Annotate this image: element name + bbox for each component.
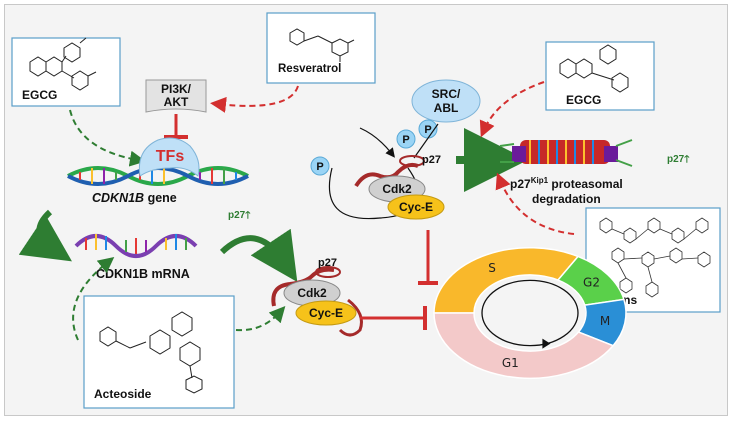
cyce-upper-label: Cyc-E — [399, 200, 433, 214]
cdk2-lower-label: Cdk2 — [297, 286, 327, 300]
phospho-label-3: P — [316, 161, 323, 173]
cell-cycle-direction-ring — [481, 279, 579, 347]
resveratrol-structure-icon — [289, 28, 355, 62]
gene-to-mrna-arrow — [18, 209, 72, 262]
egcg-right-label: EGCG — [566, 93, 601, 107]
tannins-structure-icon — [599, 217, 711, 298]
cdk2-upper-label: Cdk2 — [382, 182, 412, 196]
cell-cycle-ring: S G2M G1 — [433, 246, 627, 379]
pi3k-akt-box: PI3K/ AKT — [145, 79, 207, 113]
resveratrol-label: Resveratrol — [278, 63, 341, 75]
gene-name-label: CDKN1B gene — [92, 191, 177, 205]
cell-cycle-segment-g1 — [433, 312, 615, 379]
phospho-label-1: P — [402, 134, 409, 146]
p27-up-label-right: p27🡑 — [667, 154, 689, 165]
p27-up-label-center: p27🡑 — [228, 210, 250, 221]
p27-lower-label: p27 — [318, 257, 337, 269]
cell-cycle-label-s: S — [488, 261, 496, 275]
src-line — [413, 123, 439, 159]
resveratrol-box: Resveratrol — [266, 12, 376, 84]
pi3k-inhibits-tfs-arrow — [164, 114, 188, 139]
phospho-label-2: P — [424, 124, 431, 136]
mrna-label: CDKN1B mRNA — [96, 267, 190, 281]
src-to-complex-arrow — [359, 127, 395, 158]
acteoside-to-mrna-arrow — [72, 257, 115, 341]
cyce-lower-label: Cyc-E — [309, 306, 343, 320]
mrna-to-complex-arrow — [219, 228, 298, 282]
lower-cdk2-cyce-complex: p27 Cdk2 Cyc-E — [271, 257, 363, 337]
src-abl-shape: SRC/ ABL — [411, 79, 481, 123]
degradation-label: p27Kip1 proteasomal — [510, 176, 623, 191]
cell-cycle-label-g1: G1 — [502, 356, 519, 370]
degradation-label-line2: degradation — [532, 192, 601, 206]
egcg-right-box: EGCG — [545, 41, 655, 111]
egcg-right-structure-icon — [559, 44, 629, 93]
lower-complex-inhibits-cycle-bar — [360, 306, 427, 330]
cell-cycle-label-g2: G2 — [583, 276, 600, 290]
mrna-strand — [74, 234, 198, 258]
transcription-factors-shape: TFs — [138, 137, 200, 177]
acteoside-to-complex-arrow — [235, 306, 286, 332]
acteoside-box: Acteoside — [83, 295, 235, 409]
p27-upper-label: p27 — [422, 154, 441, 166]
upper-cdk2-cyce-complex: p27 Cdk2 Cyc-E — [354, 154, 445, 220]
egcg-structure-icon — [29, 37, 97, 91]
akt-label: AKT — [164, 95, 189, 109]
phospho-group-3: P — [310, 156, 330, 176]
egcg-left-label: EGCG — [22, 88, 57, 102]
acteoside-label: Acteoside — [94, 387, 152, 401]
cell-cycle-segment-s — [433, 246, 580, 314]
cell-cycle-label-m: M — [600, 314, 610, 328]
abl-label: ABL — [434, 101, 459, 115]
pi3k-label: PI3K/ — [161, 82, 192, 96]
egcg-right-to-degradation-arrow — [479, 81, 545, 138]
complex-inhibits-cycle-bar — [418, 230, 438, 285]
tfs-label: TFs — [156, 148, 185, 165]
phospho-group-1: P — [396, 129, 416, 149]
resveratrol-to-pi3k-arrow — [210, 85, 299, 113]
tannins-to-degradation-arrow — [495, 172, 575, 235]
dna-helix — [67, 166, 249, 186]
src-label: SRC/ — [432, 87, 461, 101]
egcg-to-tfs-arrow — [69, 109, 146, 167]
cell-cycle-direction-arrowhead — [542, 338, 551, 349]
acteoside-structure-icon — [99, 311, 203, 394]
egcg-left-box: EGCG — [11, 37, 121, 107]
proteasome-icon — [499, 139, 633, 167]
